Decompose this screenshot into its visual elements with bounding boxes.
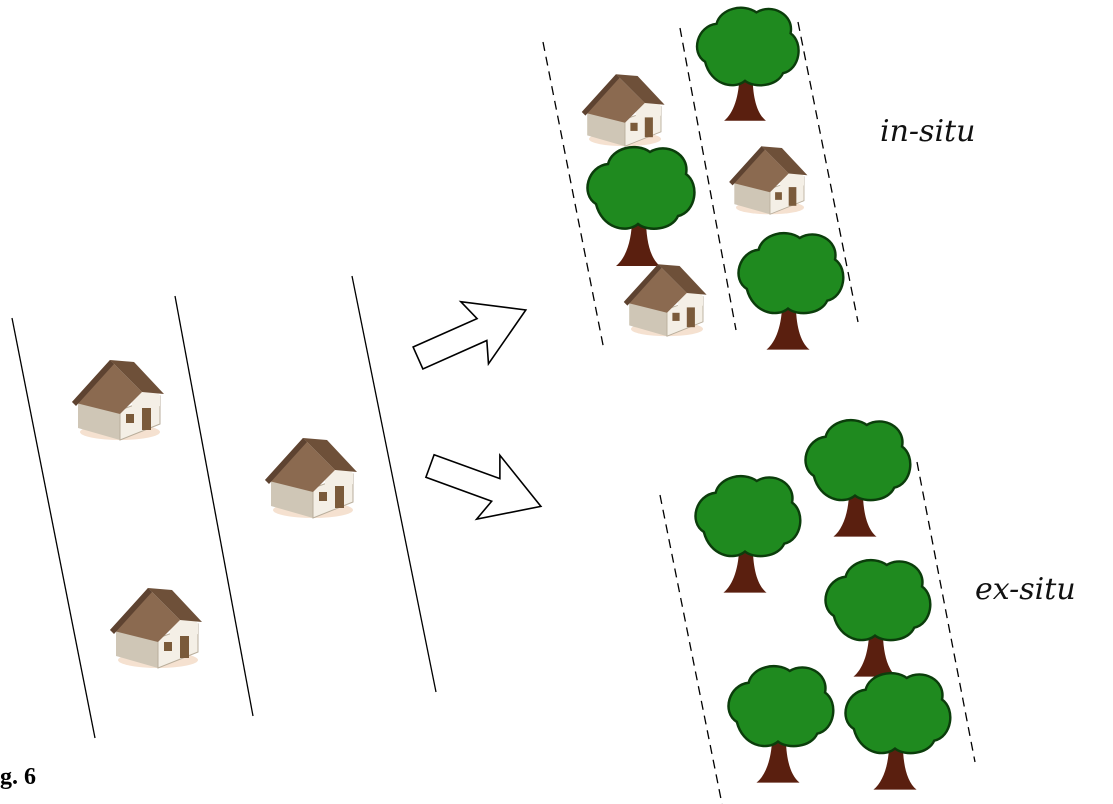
- street-line-right: [352, 276, 436, 692]
- house-icon: [72, 360, 164, 440]
- street-line-left: [12, 318, 95, 738]
- ex-situ-icons: [695, 420, 950, 790]
- tree-icon: [587, 147, 694, 266]
- house-icon: [110, 588, 202, 668]
- tree-icon: [845, 673, 950, 790]
- tree-icon: [695, 476, 800, 593]
- tree-icon: [825, 560, 930, 677]
- original-street-lines: [12, 276, 436, 738]
- tree-icon: [728, 666, 833, 783]
- house-icon: [582, 74, 665, 146]
- arrow-icon: [418, 434, 552, 538]
- tree-icon: [697, 8, 799, 121]
- in-situ-icons: [582, 8, 843, 350]
- figure-label: g. 6: [0, 764, 36, 791]
- in-situ-label: in-situ: [880, 114, 975, 149]
- house-icon: [265, 438, 357, 518]
- original-houses: [72, 360, 357, 668]
- transition-arrows: [404, 279, 552, 538]
- tree-icon: [805, 420, 910, 537]
- arrow-icon: [404, 279, 539, 389]
- ex-situ-label: ex-situ: [975, 572, 1076, 607]
- tree-icon: [738, 233, 843, 350]
- house-icon: [729, 146, 807, 214]
- house-icon: [624, 264, 707, 336]
